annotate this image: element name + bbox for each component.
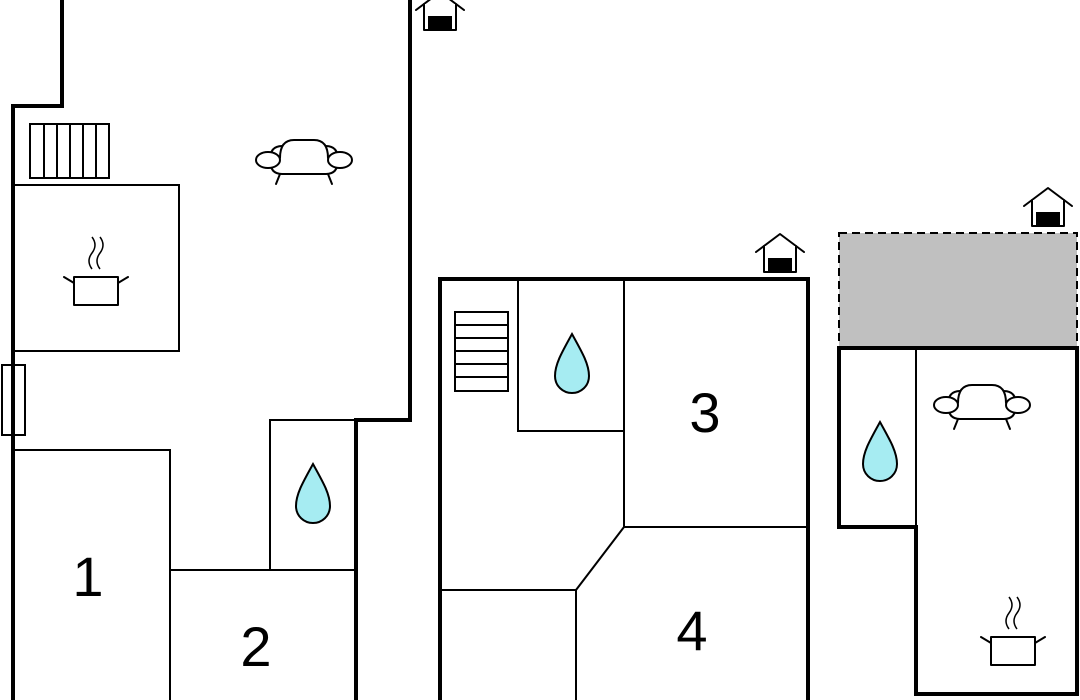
house-entrance-icon (415, 0, 465, 31)
sofa-icon (255, 139, 353, 185)
room-4 (575, 526, 625, 700)
water-drop-icon (295, 463, 331, 524)
house-entrance-icon (1023, 187, 1073, 227)
door (1, 364, 26, 436)
kitchen-room (12, 184, 180, 352)
water-drop-icon (554, 333, 590, 394)
cooking-pot-icon (980, 596, 1046, 666)
water-drop-icon (862, 421, 898, 482)
left-building-walls (11, 0, 64, 700)
room-2-label: 2 (240, 615, 271, 678)
room-1-label: 1 (72, 545, 103, 608)
right-building-walls (837, 346, 1079, 696)
stairs-icon (454, 311, 509, 392)
left-building-east-wall (354, 0, 412, 700)
cooking-pot-icon (63, 236, 129, 306)
sofa-icon (933, 384, 1031, 430)
bathroom-room (517, 279, 624, 432)
room-1 (13, 449, 171, 700)
house-entrance-icon (755, 233, 805, 273)
stairs-icon (29, 123, 110, 179)
room-3-label: 3 (689, 381, 720, 444)
room-4-label: 4 (676, 599, 707, 662)
bathroom-room (269, 419, 356, 570)
terrace-area (838, 232, 1078, 349)
